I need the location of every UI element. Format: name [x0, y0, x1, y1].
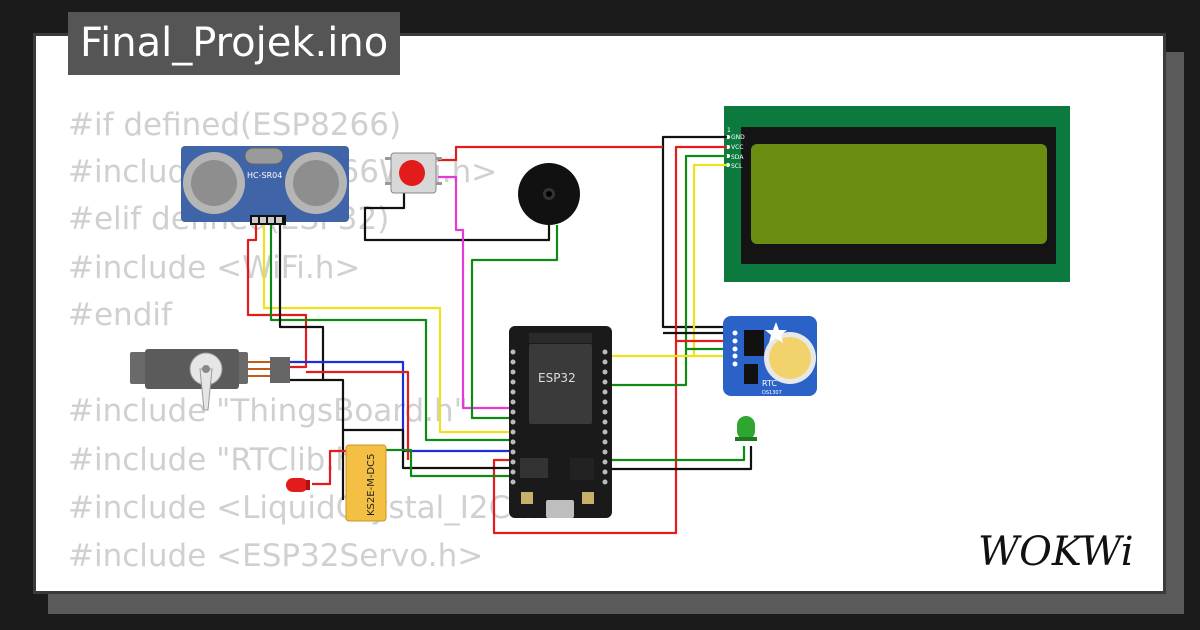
wire-button-vcc [438, 145, 663, 162]
esp32-board: ESP32 [509, 326, 612, 518]
wire-lcd-vcc [492, 145, 727, 535]
wire-relay-led [312, 449, 346, 486]
code-line: #endif [68, 297, 172, 333]
wire-servo-vcc [306, 370, 410, 460]
wokwi-logo: WOKWi [978, 529, 1134, 575]
code-line: #include <ESP32Servo.h> [68, 538, 484, 574]
lcd-pin-label: VCC [731, 144, 743, 151]
wire-buzzer [470, 225, 559, 420]
wokwi-wordmark: WOKWi [978, 529, 1134, 575]
wire-relay-signal [384, 448, 511, 478]
relay-module: KS2E-M-DC5 [345, 444, 387, 522]
wire-us-vcc [246, 225, 308, 369]
lcd-pin-label: SDA [731, 154, 744, 161]
wire-button-gnd [363, 183, 551, 242]
ultrasonic-label: HC-SR04 [247, 171, 282, 180]
wire-lcd-scl [605, 163, 727, 358]
code-line: #include <LiquidCrystal_I2C.h> [68, 490, 566, 526]
wire-us-trig [262, 225, 511, 434]
esp32-label: ESP32 [538, 371, 576, 385]
ultrasonic-sensor: HC-SR04 [181, 146, 349, 225]
sketch-title: Final_Projek.ino [68, 12, 401, 75]
lcd-pin-label: GND [731, 134, 745, 141]
rtc-label: RTC [762, 379, 777, 388]
wire-led-green-anode [605, 446, 746, 462]
wire-led-green-cathode [605, 446, 753, 471]
wire-us-gnd [278, 225, 325, 382]
wire-servo-gnd [323, 378, 345, 500]
wire-us-echo [269, 225, 511, 442]
wire-lcd-sda [605, 154, 727, 387]
push-button [385, 152, 442, 194]
lcd-display: 1 GND VCC SDA SCL [724, 106, 1070, 282]
relay-label: KS2E-M-DC5 [366, 454, 377, 516]
servo-motor [130, 349, 290, 411]
code-line: #include <WiFi.h> [68, 250, 361, 286]
rtc-sub-label: DS1307 [762, 390, 782, 396]
wire-servo-signal [288, 360, 511, 453]
rtc-module: RTC DS1307 [723, 316, 817, 396]
svg-text:1: 1 [727, 127, 731, 134]
wire-button-signal [438, 175, 513, 422]
wires [246, 135, 753, 535]
buzzer [518, 163, 580, 225]
code-line: #if defined(ESP8266) [68, 107, 402, 143]
lcd-pin-label: SCL [731, 163, 743, 170]
led-red [286, 478, 310, 492]
led-green [735, 416, 757, 441]
